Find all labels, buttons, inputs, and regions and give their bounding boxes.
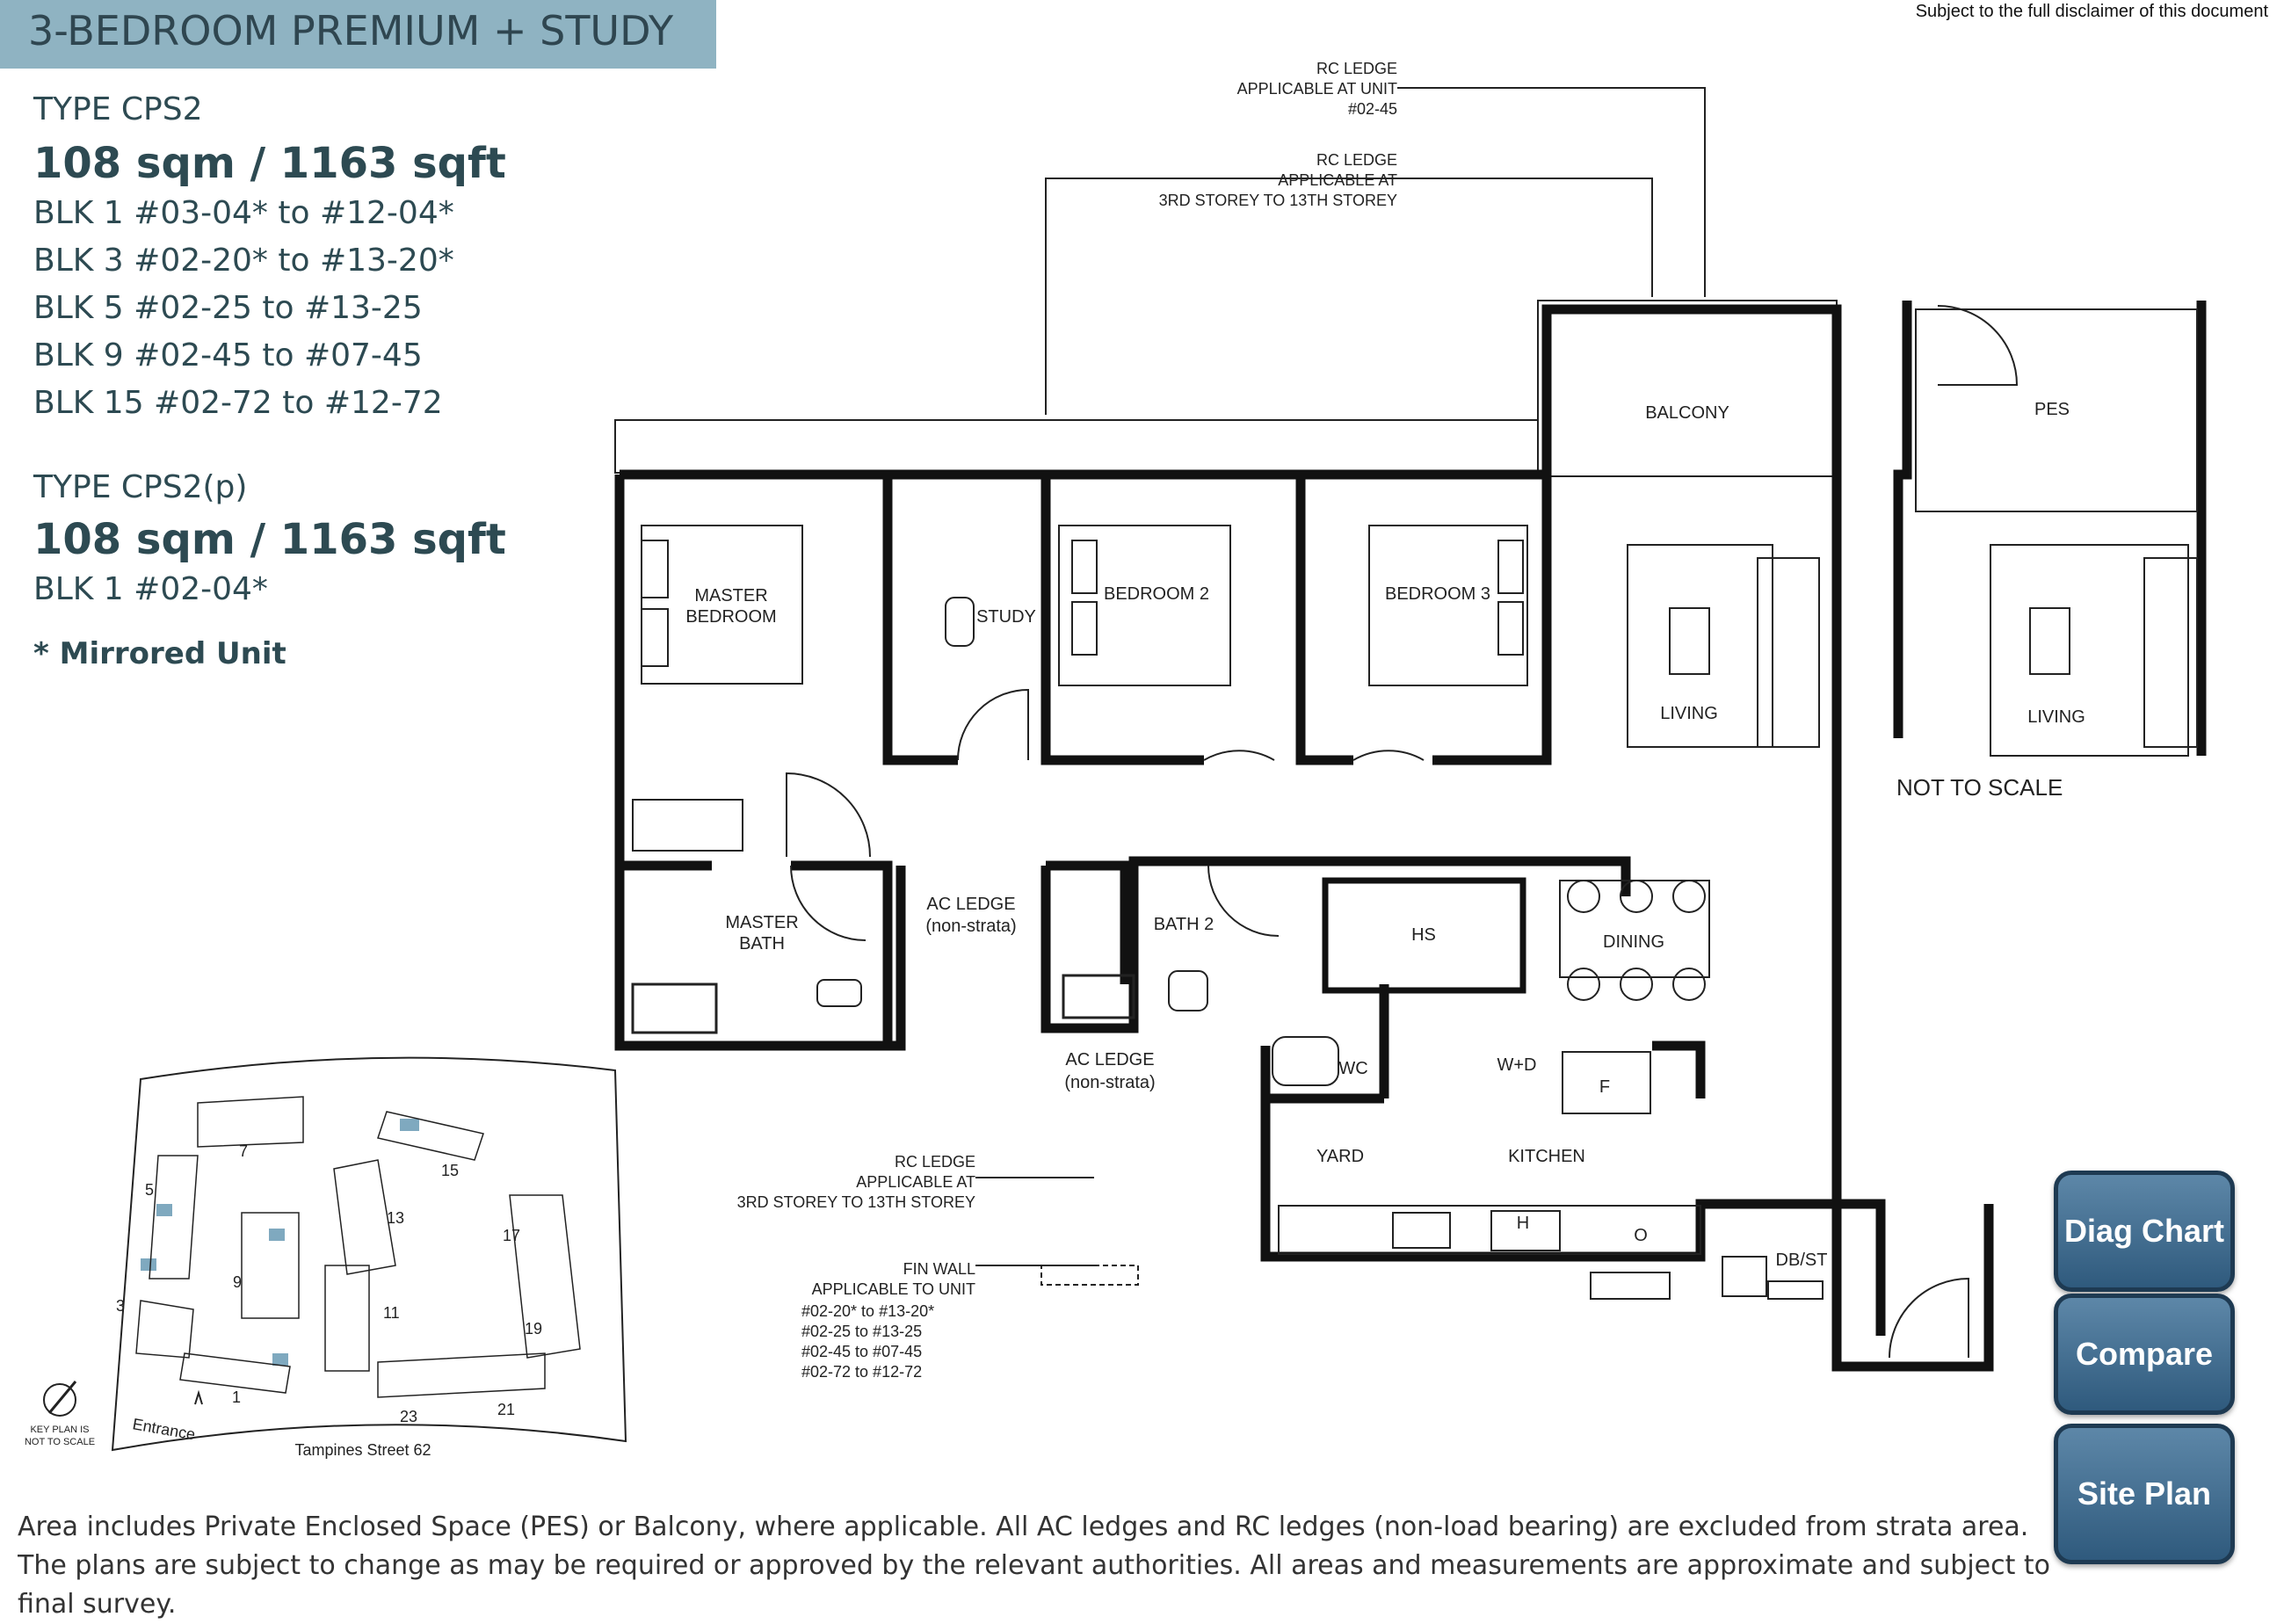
key-plan-street: Tampines Street 62 [294,1441,431,1459]
room-label: KITCHEN [1508,1147,1585,1166]
callout-text: APPLICABLE AT [856,1173,975,1191]
callout-text: APPLICABLE TO UNIT [812,1280,975,1298]
callout-text: APPLICABLE AT UNIT [1237,80,1397,98]
key-plan-block: 21 [497,1401,515,1418]
room-label: LIVING [2027,707,2085,727]
key-plan-block: 3 [116,1297,125,1315]
room-label: (non-strata) [1064,1073,1155,1092]
key-plan-note: KEY PLAN IS [30,1425,89,1435]
key-plan-block: 17 [503,1227,520,1244]
room-label: PES [2034,400,2070,419]
callout-text: 3RD STOREY TO 13TH STOREY [1159,192,1397,209]
unit-area-a: 108 sqm / 1163 sqft [33,139,506,188]
callout-text: RC LEDGE [1316,60,1397,77]
north-arrow-icon [43,1383,76,1417]
unit-type-b: TYPE CPS2(p) [33,469,248,505]
highlighted-unit [400,1119,419,1131]
callout-text: #02-20* to #13-20* [801,1302,934,1320]
block-range: BLK 1 #03-04* to #12-04* [33,195,454,231]
key-plan-note: NOT TO SCALE [25,1437,95,1447]
block-range: BLK 9 #02-45 to #07-45 [33,337,423,373]
footer-disclaimer: Area includes Private Enclosed Space (PE… [18,1512,2051,1620]
block-range: BLK 1 #02-04* [33,571,268,607]
key-plan: 7 15 5 13 17 9 3 11 19 1 23 21 Entrance … [25,1056,627,1459]
mirrored-note: * Mirrored Unit [33,636,286,671]
block-range: BLK 15 #02-72 to #12-72 [33,385,443,421]
highlighted-unit [269,1229,285,1241]
furniture [631,525,1824,1300]
unit-area-b: 108 sqm / 1163 sqft [33,515,506,564]
callout-text: 3RD STOREY TO 13TH STOREY [737,1193,975,1211]
callout-text: RC LEDGE [895,1153,975,1171]
callout-text: FIN WALL [903,1260,975,1278]
interior-walls [620,475,1552,1104]
key-plan-block: 13 [387,1209,404,1227]
highlighted-unit [141,1258,156,1271]
callout-text: #02-72 to #12-72 [801,1363,922,1381]
key-plan-block: 23 [400,1408,417,1425]
room-label: WC [1338,1059,1367,1078]
room-label: MASTER [725,913,798,932]
room-label: AC LEDGE [926,895,1015,914]
block-range: BLK 5 #02-25 to #13-25 [33,290,423,326]
room-label: BATH 2 [1154,915,1215,934]
callout-text: #02-45 [1348,100,1397,118]
disclaimer-note: Subject to the full disclaimer of this d… [1915,2,2268,21]
room-label: BEDROOM [685,607,776,627]
pes-alternative-plan: PES LIVING NOT TO SCALE [1893,301,2207,801]
room-label: DB/ST [1776,1251,1828,1270]
key-plan-block: 7 [239,1142,248,1160]
room-label: AC LEDGE [1065,1050,1154,1069]
room-label: F [1599,1077,1610,1097]
room-labels: MASTER BEDROOM STUDY BEDROOM 2 BEDROOM 3… [685,403,1827,1270]
key-plan-block: 19 [525,1320,542,1338]
key-plan-block: 9 [233,1273,242,1291]
room-label: (non-strata) [925,917,1016,936]
room-label: BEDROOM 2 [1104,584,1209,604]
callout-text: RC LEDGE [1316,151,1397,169]
highlighted-unit [156,1204,172,1216]
room-label: BEDROOM 3 [1385,584,1490,604]
room-label: YARD [1316,1147,1364,1166]
room-label: O [1634,1226,1648,1245]
room-label: HS [1411,925,1436,945]
room-label: MASTER [694,586,767,605]
key-plan-block: 1 [232,1388,241,1406]
block-range: BLK 3 #02-20* to #13-20* [33,243,454,279]
highlighted-unit [272,1353,288,1366]
title-bar: 3-BEDROOM PREMIUM + STUDY [0,0,716,69]
room-label: W+D [1497,1055,1537,1075]
room-label: STUDY [976,607,1036,627]
room-label: LIVING [1660,704,1718,723]
unit-type-a: TYPE CPS2 [33,91,203,127]
key-plan-entrance: Entrance [131,1415,196,1443]
room-label: DINING [1603,932,1664,952]
key-plan-block: 15 [441,1162,459,1179]
compare-button[interactable]: Compare [2054,1294,2235,1415]
callout-text: #02-45 to #07-45 [801,1343,922,1360]
room-label: H [1517,1214,1529,1233]
key-plan-block: 11 [383,1304,400,1322]
callout-text: #02-25 to #13-25 [801,1323,922,1340]
site-plan-button[interactable]: Site Plan [2054,1424,2235,1564]
scale-note: NOT TO SCALE [1896,774,2063,801]
callouts: RC LEDGE APPLICABLE AT UNIT #02-45 RC LE… [737,60,1706,1381]
floor-plan: MASTER BEDROOM STUDY BEDROOM 2 BEDROOM 3… [25,60,2207,1459]
room-label: BALCONY [1645,403,1729,423]
room-label: BATH [739,934,785,953]
callout-text: APPLICABLE AT [1278,171,1397,189]
doors [786,305,2019,1359]
rc-ledge-strip [614,300,1838,477]
page-title: 3-BEDROOM PREMIUM + STUDY [28,7,674,54]
diag-chart-button[interactable]: Diag Chart [2054,1171,2235,1292]
key-plan-block: 5 [145,1181,154,1199]
